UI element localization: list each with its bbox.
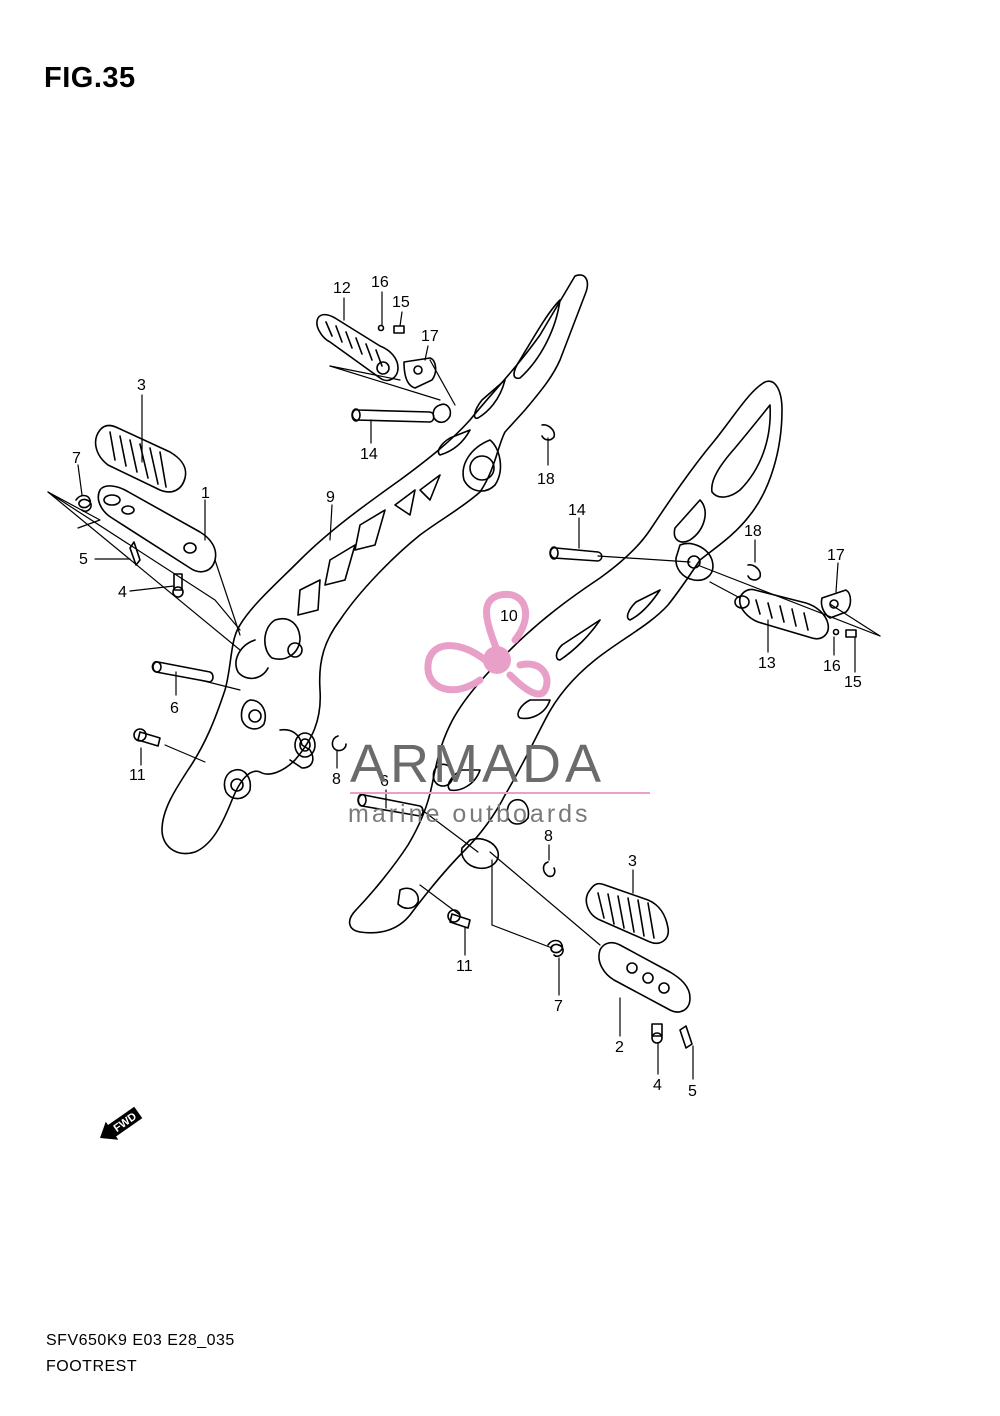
footrest-rubber-left-part-3	[94, 424, 187, 493]
figure-title: FIG.35	[44, 62, 136, 94]
callout-14-right: 14	[568, 502, 586, 519]
watermark: ARMADA marine outboards	[348, 590, 650, 828]
callout-2: 2	[615, 1039, 624, 1056]
callout-9: 9	[326, 489, 335, 506]
callout-17-right: 17	[827, 547, 845, 564]
callout-13: 13	[758, 655, 776, 672]
fwd-direction-badge: FWD	[100, 1106, 143, 1140]
callout-8-left: 8	[332, 771, 341, 788]
callout-16-bottom: 16	[823, 658, 841, 675]
callout-4-right: 4	[653, 1077, 662, 1094]
callout-5-right: 5	[688, 1083, 697, 1100]
callout-7-right: 7	[554, 998, 563, 1015]
callout-labels: 1 2 3 3 4 4 5 5 6 6 7 7 8 8 9 10 11 11 1…	[72, 274, 862, 1100]
callout-3-left: 3	[137, 377, 146, 394]
callout-12: 12	[333, 280, 351, 297]
callout-17-top: 17	[421, 328, 439, 345]
small-hardware	[75, 324, 857, 1049]
callout-3-right: 3	[628, 853, 637, 870]
leader-lines	[47, 291, 881, 1080]
callout-6-left: 6	[170, 700, 179, 717]
callout-14-left: 14	[360, 446, 378, 463]
footrest-rubber-right-part-3	[585, 882, 670, 944]
callout-11-left: 11	[129, 767, 146, 784]
right-bracket-part-10	[348, 380, 783, 934]
callout-6-right: 6	[380, 773, 389, 790]
left-bracket-part-9	[161, 274, 589, 855]
pillion-footrest-part-13	[734, 588, 830, 640]
callout-11-right: 11	[456, 958, 473, 975]
footrest-right-part-2	[598, 941, 691, 1013]
callout-5-left: 5	[79, 551, 88, 568]
model-code: SFV650K9 E03 E28_035	[46, 1332, 235, 1349]
callout-10: 10	[500, 608, 518, 625]
callout-1: 1	[201, 485, 210, 502]
callout-18-left: 18	[537, 471, 555, 488]
callout-16-top: 16	[371, 274, 389, 291]
callout-15-bottom: 15	[844, 674, 862, 691]
callout-8-right: 8	[544, 828, 553, 845]
propeller-logo	[424, 590, 551, 698]
callout-7-left: 7	[72, 450, 81, 467]
section-name: FOOTREST	[46, 1358, 138, 1375]
pillion-footrest-part-12	[316, 313, 399, 382]
watermark-tagline: marine outboards	[348, 800, 591, 828]
callout-4-left: 4	[118, 584, 127, 601]
watermark-brand: ARMADA	[350, 734, 605, 794]
callout-15-top: 15	[392, 294, 410, 311]
callout-18-right: 18	[744, 523, 762, 540]
